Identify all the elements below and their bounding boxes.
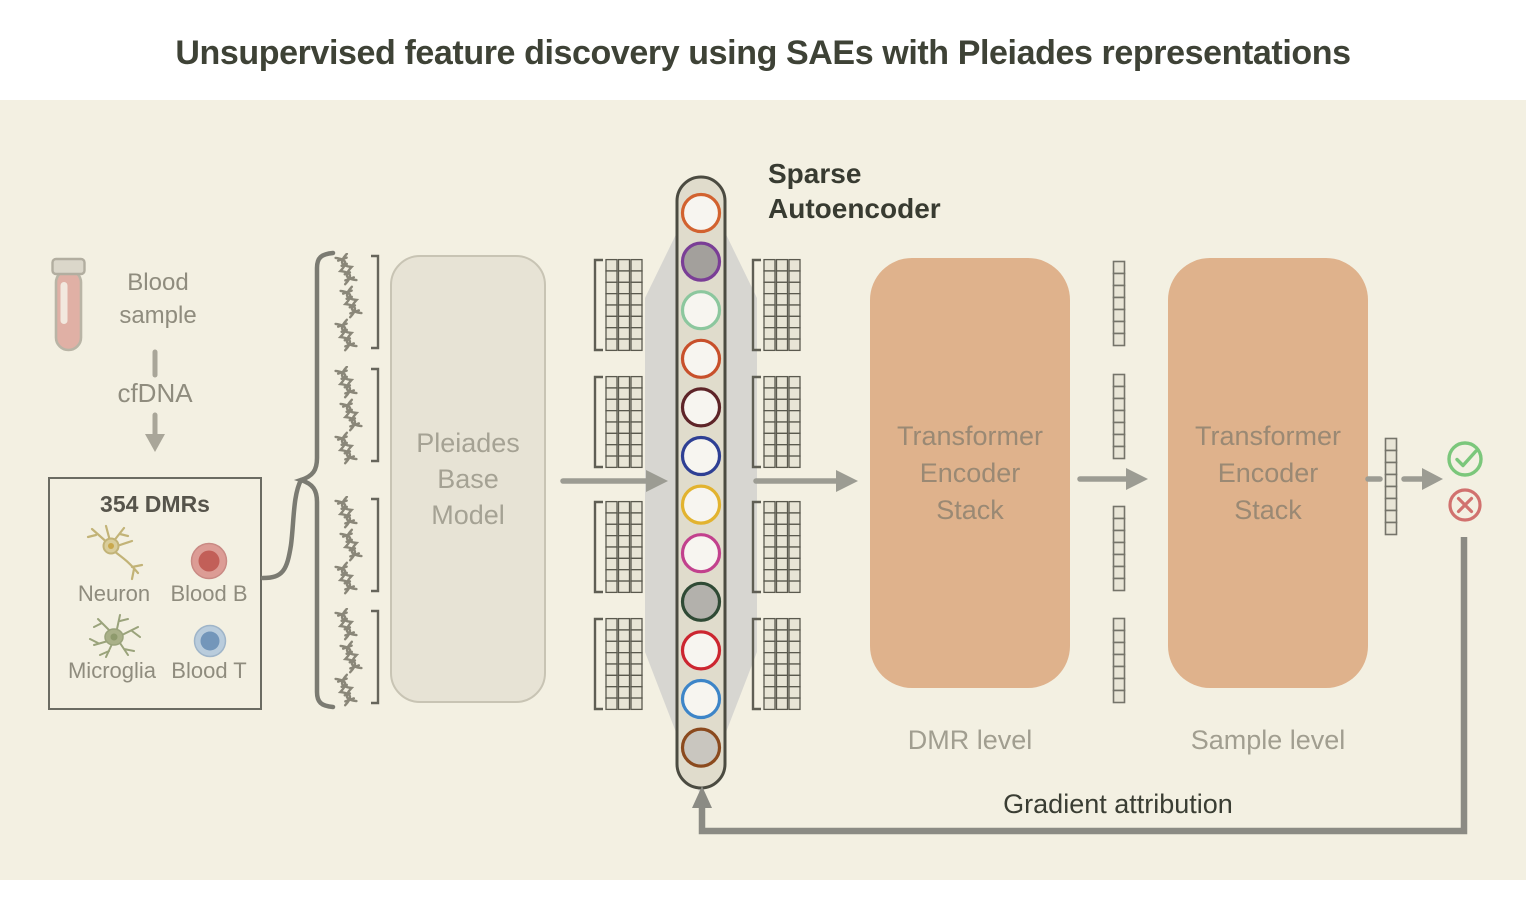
microglia-icon: [89, 614, 141, 658]
dna-icon: [339, 640, 363, 674]
matrix-group: [592, 375, 648, 469]
sae-latent-circle: [680, 581, 722, 622]
sae-latent-circle: [680, 387, 722, 428]
matrix-group: [750, 617, 806, 711]
blood-sample-label: Blood sample: [119, 269, 197, 329]
matrix-group: [592, 617, 648, 711]
dna-group: [330, 608, 382, 708]
dna-icon: [339, 528, 363, 562]
sae-latent-circle: [680, 533, 722, 574]
sae-latent-circle: [680, 290, 722, 331]
matrix-group: [750, 258, 806, 352]
cfdna-label: cfDNA: [117, 378, 193, 408]
blood-t-cell-icon: [193, 624, 227, 658]
embedding-vector: [1112, 617, 1126, 704]
dna-group: [330, 366, 382, 466]
dmr-box-title: 354 DMRs: [100, 491, 210, 517]
cross-icon: [1448, 488, 1482, 522]
dmr-level-label: DMR level: [907, 725, 1033, 755]
microglia-label: Microglia: [67, 658, 157, 683]
dmr-box: 354 DMRs Neuron Blood B Micr: [48, 477, 262, 710]
check-icon: [1447, 441, 1483, 477]
blood-b-label: Blood B: [170, 581, 248, 606]
neuron-icon: [86, 524, 144, 581]
blood-tube-icon: [51, 257, 86, 352]
sae-latent-circle: [680, 338, 722, 379]
title-band: [0, 0, 1526, 100]
sae-latent-circle: [680, 192, 722, 234]
dna-group: [330, 253, 382, 353]
dmr-brace: [260, 250, 336, 710]
sae-latent-circle: [680, 484, 722, 525]
gradient-attribution-label: Gradient attribution: [1003, 789, 1233, 819]
embedding-vector: [1112, 505, 1126, 592]
transformer-encoder-stack-sample-label: Transformer Encoder Stack: [1194, 420, 1342, 525]
matrix-group: [750, 375, 806, 469]
transformer-encoder-stack-dmr: Transformer Encoder Stack: [870, 258, 1070, 688]
matrix-group: [750, 500, 806, 594]
dna-icon: [334, 253, 358, 286]
dna-icon: [339, 285, 363, 319]
blood-t-label: Blood T: [171, 658, 247, 683]
sparse-autoencoder-label: Sparse Autoencoder: [768, 158, 941, 224]
embedding-vector: [1112, 260, 1126, 347]
matrix-group: [592, 500, 648, 594]
dna-icon: [334, 366, 358, 399]
dna-icon: [334, 318, 358, 352]
sae-latent-circle: [680, 241, 722, 282]
sparse-autoencoder-capsule: [675, 175, 727, 790]
dna-icon: [334, 496, 358, 529]
sae-latent-circle: [680, 727, 722, 768]
sample-level-label: Sample level: [1190, 725, 1346, 755]
dna-group: [330, 496, 382, 596]
sae-latent-circle: [680, 678, 722, 720]
neuron-label: Neuron: [77, 581, 151, 606]
blood-b-cell-icon: [190, 542, 228, 580]
bottom-band: [0, 880, 1526, 899]
dna-icon: [334, 608, 358, 641]
dna-icon: [334, 561, 358, 595]
dna-icon: [334, 673, 358, 707]
embedding-vector: [1112, 373, 1126, 460]
dna-icon: [339, 398, 363, 432]
page-title: Unsupervised feature discovery using SAE…: [175, 34, 1351, 72]
pleiades-base-model-box: Pleiades Base Model: [390, 255, 546, 703]
sae-latent-circle: [680, 630, 722, 671]
matrix-group: [592, 258, 648, 352]
sae-latent-circle: [680, 435, 722, 477]
output-vector: [1384, 437, 1398, 536]
pleiades-base-model-label: Pleiades Base Model: [416, 428, 520, 530]
transformer-encoder-stack-sample: Transformer Encoder Stack: [1168, 258, 1368, 688]
transformer-encoder-stack-dmr-label: Transformer Encoder Stack: [896, 420, 1044, 525]
dna-icon: [334, 431, 358, 465]
